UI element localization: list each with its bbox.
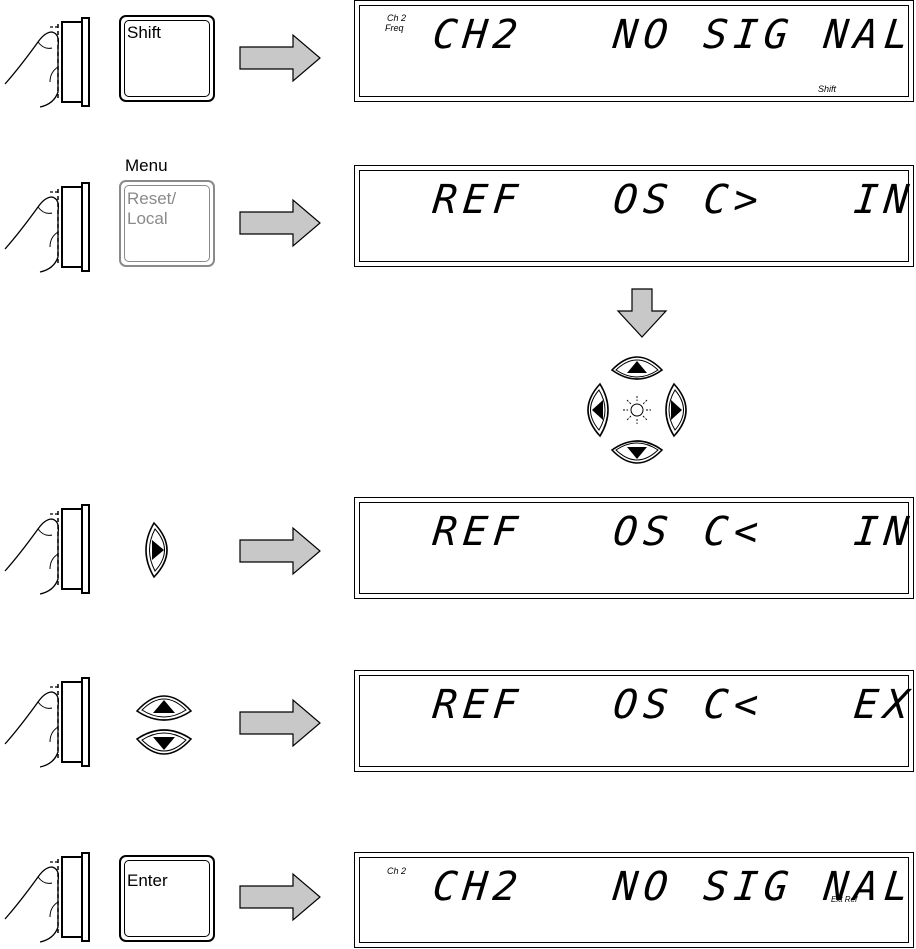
lcd-display: Ch 2 CH2 NO SIG NAL Ext Ref — [354, 852, 916, 948]
enter-key[interactable]: Enter — [119, 855, 215, 942]
lcd-text: CH2 NO SIG NAL — [430, 12, 916, 58]
key-label-line1: Reset/ — [127, 189, 177, 208]
lcd-text: REF OS C> INT — [430, 177, 916, 223]
lcd-display: Ch 2 Freq CH2 NO SIG NAL Shift — [354, 0, 916, 102]
right-arrow-icon — [239, 526, 321, 576]
annunciator-ch: Ch 2 — [387, 866, 407, 876]
up-down-keys[interactable] — [133, 683, 195, 765]
key-caption-menu: Menu — [125, 156, 168, 175]
lcd-display: REF OS C< EXT — [354, 670, 916, 772]
key-label: Shift — [127, 23, 162, 42]
lcd-text: REF OS C< INT — [430, 509, 916, 555]
lcd-display: REF OS C< INT — [354, 497, 916, 599]
down-arrow-icon — [616, 288, 668, 338]
right-arrow-icon — [239, 872, 321, 922]
finger-press-icon — [4, 677, 90, 768]
annunciator-shift: Shift — [818, 84, 837, 94]
arrow-keypad-icon[interactable] — [570, 348, 705, 473]
annunciator-ext-ref: Ext Ref — [831, 895, 858, 904]
lcd-text: REF OS C< EXT — [430, 682, 916, 728]
finger-press-icon — [4, 17, 90, 108]
key-label: Enter — [127, 871, 168, 890]
right-arrow-icon — [239, 33, 321, 83]
shift-key[interactable]: Shift — [119, 15, 215, 102]
finger-press-icon — [4, 504, 90, 595]
key-label-line2: Local — [127, 209, 168, 228]
finger-press-icon — [4, 182, 90, 273]
right-arrow-icon — [239, 198, 321, 248]
reset-local-key[interactable]: Reset/ Local — [119, 180, 215, 267]
lcd-display: REF OS C> INT — [354, 165, 916, 267]
right-arrow-key[interactable] — [140, 520, 182, 580]
annunciator-ch: Ch 2 — [387, 13, 407, 23]
right-arrow-icon — [239, 698, 321, 748]
finger-press-icon — [4, 852, 90, 943]
annunciator-freq: Freq — [385, 23, 404, 33]
